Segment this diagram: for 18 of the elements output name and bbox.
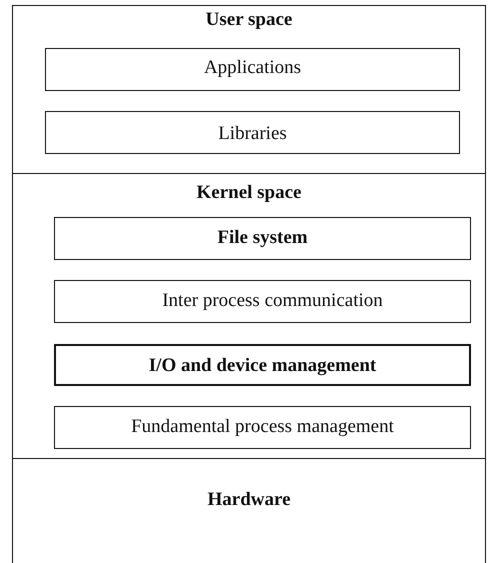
layer-label: I/O and device management — [148, 355, 378, 377]
layer-heading: Kernel space — [195, 182, 302, 204]
layer-band — [12, 173, 486, 459]
layer-box — [54, 280, 471, 323]
layer-label: Inter process communication — [161, 290, 384, 312]
layer-box — [54, 406, 471, 449]
layer-label: Fundamental process management — [130, 416, 395, 438]
layer-heading: Hardware — [206, 489, 292, 511]
layer-label: Applications — [202, 57, 302, 79]
layer-label: Libraries — [217, 123, 288, 145]
layer-box — [54, 344, 471, 386]
layer-box — [45, 48, 460, 91]
layer-heading: User space — [204, 9, 294, 31]
layer-label: File system — [216, 227, 309, 249]
layer-box — [54, 217, 471, 260]
layer-band — [12, 5, 486, 174]
layer-band — [12, 458, 486, 563]
layer-box — [45, 111, 460, 154]
